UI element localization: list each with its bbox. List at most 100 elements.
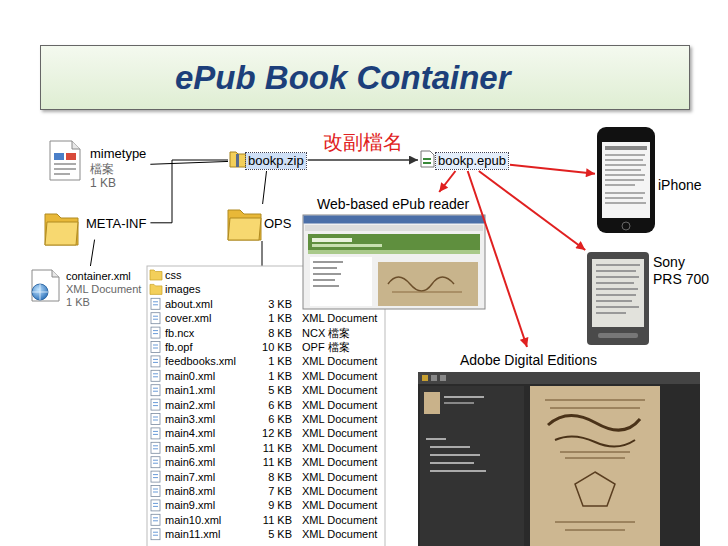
- file-type: XML Document: [302, 484, 377, 498]
- iphone-image: [597, 127, 655, 233]
- adobe-reader-screenshot: [426, 438, 446, 440]
- web-reader-screenshot: [308, 250, 480, 254]
- file-listing-panel: [150, 270, 162, 280]
- sony-reader-image: [596, 306, 639, 308]
- node-label: OPS: [264, 216, 291, 232]
- file-name: main0.xml: [165, 369, 215, 383]
- file-listing-panel: [151, 327, 160, 338]
- edge-label: 改副檔名: [321, 129, 405, 156]
- file-name: fb.opf: [165, 340, 193, 354]
- file-icon: [50, 141, 80, 180]
- file-name: css: [165, 268, 182, 282]
- file-listing-panel: [151, 414, 160, 425]
- file-name: main8.xml: [165, 484, 215, 498]
- file-type: XML Document: [302, 354, 377, 368]
- arrow-connector: [439, 171, 455, 192]
- file-icon: [54, 153, 64, 160]
- file-name: images: [165, 282, 200, 296]
- adobe-reader-screenshot: [550, 408, 640, 409]
- file-item: container.xmlXML Document1 KB: [28, 266, 145, 314]
- adobe-reader-screenshot: [548, 415, 640, 430]
- node-label: Sony PRS 700: [653, 254, 711, 288]
- reader-item: Web-based ePub reader: [303, 192, 485, 309]
- file-listing-panel: [151, 399, 160, 410]
- iphone-image: [602, 142, 650, 218]
- epub-icon: [423, 158, 431, 160]
- file-listing-panel: [151, 500, 160, 511]
- file-listing-panel: [151, 428, 160, 439]
- adobe-reader-screenshot: [424, 392, 440, 414]
- adobe-reader-screenshot: [444, 396, 484, 398]
- file-type: XML Document: [302, 426, 377, 440]
- file-icon: [54, 173, 70, 175]
- adobe-reader-screenshot: [430, 462, 474, 464]
- file-icon: [72, 141, 80, 149]
- file-listing-panel: [151, 342, 160, 353]
- file-listing-panel: [151, 356, 160, 367]
- file-size: 11 KB: [244, 513, 292, 527]
- file-name: main11.xml: [165, 527, 220, 541]
- file-size: 1 KB: [244, 354, 292, 368]
- web-reader-screenshot: [378, 262, 478, 306]
- adobe-reader-screenshot: [431, 375, 437, 381]
- web-reader-screenshot: [313, 285, 339, 287]
- sony-reader-image: [596, 270, 636, 272]
- file-type: XML Document: [302, 498, 377, 512]
- iphone-image: [605, 174, 645, 176]
- sony-reader-image: [596, 300, 632, 302]
- file-listing-panel: [151, 313, 160, 324]
- web-reader-screenshot: [303, 215, 485, 309]
- file-size: 7 KB: [244, 484, 292, 498]
- file-icon: [66, 153, 76, 160]
- node-label: bookp.epub: [436, 153, 508, 169]
- arrow-connector: [510, 165, 595, 174]
- file-listing-panel: [151, 442, 160, 453]
- file-size: 3 KB: [244, 297, 292, 311]
- file-size: 9 KB: [244, 498, 292, 512]
- file-icon: [54, 168, 76, 170]
- web-reader-screenshot: [312, 244, 382, 247]
- adobe-reader-screenshot: [444, 402, 474, 404]
- title: ePub Book Container: [41, 46, 689, 109]
- node-label: mimetype: [90, 146, 146, 162]
- file-size: 5 KB: [244, 383, 292, 397]
- node-label: META-INF: [86, 216, 146, 232]
- file-type: OPF 檔案: [302, 340, 350, 354]
- adobe-reader-screenshot: [555, 522, 635, 530]
- arrow-connector: [308, 159, 418, 161]
- file-size: 1 KB: [244, 369, 292, 383]
- folder-icon: [45, 222, 78, 245]
- web-reader-screenshot: [313, 279, 335, 281]
- file-size: 5 KB: [244, 527, 292, 541]
- adobe-reader-screenshot: [418, 372, 700, 546]
- node-detail: 1 KB: [90, 176, 146, 190]
- tree-line: [90, 240, 94, 266]
- adobe-reader-screenshot: [575, 472, 615, 506]
- file-type: XML Document: [302, 412, 377, 426]
- iphone-image: [605, 154, 645, 156]
- folder-icon: [228, 210, 261, 240]
- file-name: main9.xml: [165, 498, 215, 512]
- file-type: XML Document: [302, 455, 377, 469]
- file-size: 8 KB: [244, 326, 292, 340]
- node-label: Web-based ePub reader: [317, 196, 483, 213]
- adobe-reader-screenshot: [440, 375, 446, 381]
- web-reader-screenshot: [392, 292, 462, 293]
- sony-reader-image: [596, 312, 626, 314]
- tree-line: [150, 161, 228, 164]
- file-name: main10.xml: [165, 513, 221, 527]
- file-name: main3.xml: [165, 412, 215, 426]
- node-detail: 檔案: [90, 162, 146, 176]
- file-name: main5.xml: [165, 441, 215, 455]
- sony-reader-image: [596, 282, 634, 284]
- file-size: 8 KB: [244, 470, 292, 484]
- node-label: Adobe Digital Editions: [460, 352, 698, 369]
- file-name: feedbooks.xml: [165, 354, 236, 368]
- tree-line: [263, 171, 267, 204]
- node-detail: XML Document: [66, 283, 141, 296]
- file-name: main6.xml: [165, 455, 215, 469]
- arrow-connector: [479, 171, 585, 250]
- file-listing-panel: [151, 471, 160, 482]
- file-type: XML Document: [302, 311, 377, 325]
